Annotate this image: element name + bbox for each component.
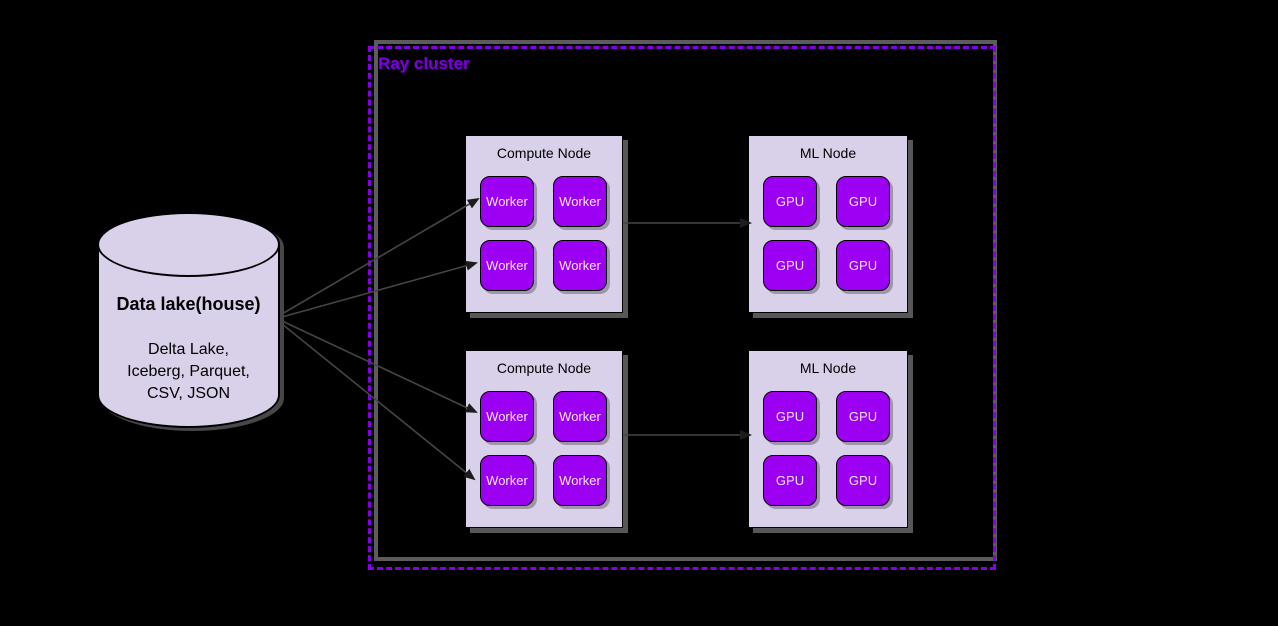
gpu-chip: GPU (836, 240, 890, 291)
compute-node-2: Compute Node Worker Worker Worker Worker (465, 350, 623, 528)
worker-chip: Worker (553, 391, 607, 442)
gpu-chip: GPU (836, 455, 890, 506)
data-lake-format-line: CSV, JSON (147, 385, 230, 402)
data-lake-format-line: Delta Lake, (148, 341, 229, 358)
gpu-chip: GPU (836, 391, 890, 442)
data-lake-title: Data lake(house) (116, 294, 261, 314)
worker-chip: Worker (480, 240, 534, 291)
ray-cluster-title: Ray cluster (378, 54, 470, 73)
node-title: Compute Node (496, 360, 592, 376)
compute-node-1: Compute Node Worker Worker Worker Worker (465, 135, 623, 313)
worker-chip: Worker (480, 176, 534, 227)
data-lake-cylinder: Data lake(house) Delta Lake, Iceberg, Pa… (97, 212, 280, 428)
data-lake-text: Data lake(house) Delta Lake, Iceberg, Pa… (97, 294, 280, 405)
worker-chip: Worker (480, 391, 534, 442)
data-lake-format-line: Iceberg, Parquet, (127, 363, 250, 380)
cylinder-top-ellipse (97, 212, 280, 277)
node-title: ML Node (799, 145, 857, 161)
worker-chip: Worker (553, 455, 607, 506)
gpu-chip: GPU (763, 391, 817, 442)
gpu-chip: GPU (763, 455, 817, 506)
gpu-chip: GPU (763, 240, 817, 291)
node-title: Compute Node (496, 145, 592, 161)
ml-node-1: ML Node GPU GPU GPU GPU (748, 135, 908, 313)
gpu-chip: GPU (763, 176, 817, 227)
worker-chip: Worker (553, 240, 607, 291)
worker-chip: Worker (480, 455, 534, 506)
gpu-chip: GPU (836, 176, 890, 227)
ml-node-2: ML Node GPU GPU GPU GPU (748, 350, 908, 528)
node-title: ML Node (799, 360, 857, 376)
worker-chip: Worker (553, 176, 607, 227)
